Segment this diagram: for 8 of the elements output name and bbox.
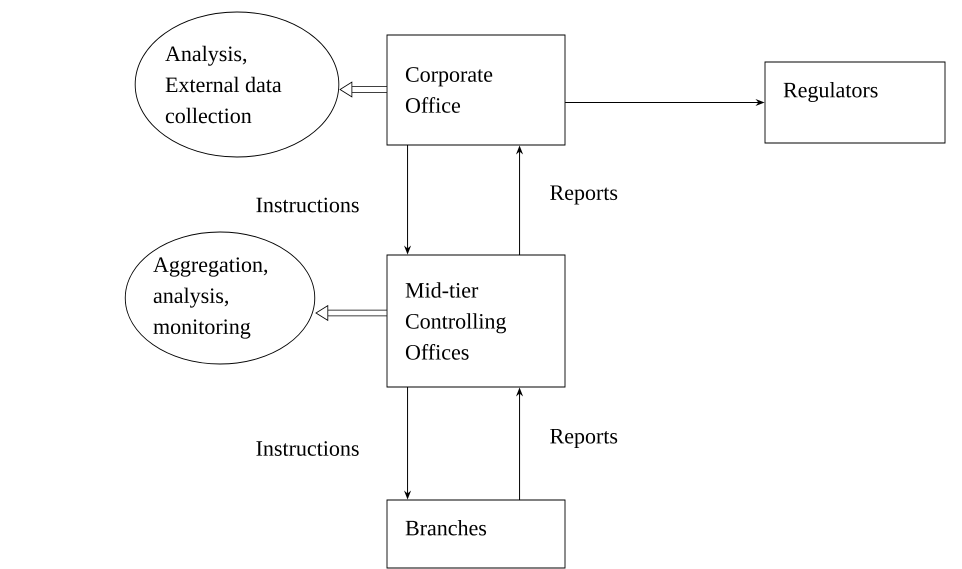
process-box: Regulators bbox=[764, 62, 946, 144]
edge-label: Instructions bbox=[256, 441, 359, 456]
process-box: Branches bbox=[386, 500, 566, 568]
edge-label: Reports bbox=[550, 185, 618, 205]
process-box: Mid-tier Controlling Offices bbox=[386, 254, 566, 388]
edge-label: Reports bbox=[550, 428, 618, 448]
edge-label: Instructions bbox=[256, 198, 359, 212]
process-box: Corporate Office bbox=[386, 34, 566, 146]
